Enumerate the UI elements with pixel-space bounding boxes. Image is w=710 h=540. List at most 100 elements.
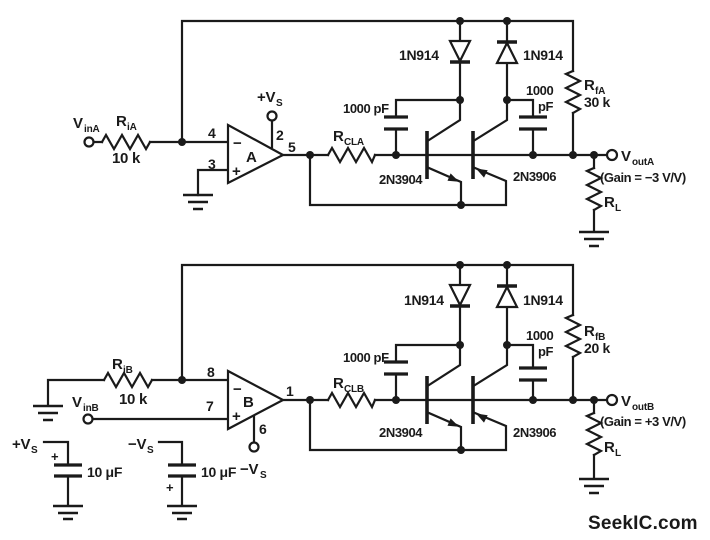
vinb-label-sub: inB xyxy=(83,403,99,414)
vinb-terminal xyxy=(82,413,94,425)
rfa-label: R xyxy=(584,77,595,94)
vina-terminal xyxy=(83,136,95,148)
rcla-resistor xyxy=(326,145,377,165)
rclb-resistor xyxy=(326,390,377,410)
opamp-a-plus: + xyxy=(232,163,241,180)
diode-b-right-symbol xyxy=(495,284,519,309)
neg-cap-label: −V xyxy=(128,436,146,453)
cap-b-right-value-1: 1000 xyxy=(526,328,553,343)
neg-cap-value: 10 μF xyxy=(201,464,237,480)
cap-b-left-value: 1000 pF xyxy=(343,350,389,365)
ria-resistor xyxy=(100,132,152,152)
rcla-label: R xyxy=(333,128,344,145)
vsplus-label: +V xyxy=(257,89,275,106)
diode-a-left-symbol xyxy=(448,39,472,64)
npn-b-label: 2N3904 xyxy=(379,425,423,440)
ground-a-input xyxy=(183,193,213,211)
pos-cap-polarity: + xyxy=(51,449,59,464)
opamp-a-designator: A xyxy=(246,149,257,166)
opamp-b-plus: + xyxy=(232,408,241,425)
rfb-resistor xyxy=(563,313,583,359)
pin-4-label: 4 xyxy=(208,125,216,141)
pnp-b-label: 2N3906 xyxy=(513,425,556,440)
bypass-cap-wires xyxy=(42,440,184,507)
pnp-a-label: 2N3906 xyxy=(513,169,556,184)
ria-label: R xyxy=(116,113,127,130)
pin-6-label: 6 xyxy=(259,421,267,437)
vouta-label-sub: outA xyxy=(632,157,654,168)
pin-1-label: 1 xyxy=(286,383,294,399)
rfa-label-sub: fA xyxy=(595,86,605,97)
rib-label: R xyxy=(112,356,123,373)
supply-bypass-caps: +V S + 10 μF −V S + 10 μF xyxy=(12,436,237,521)
cap-b-right-value-2: pF xyxy=(538,344,554,359)
cap-a-right-value-2: pF xyxy=(538,99,554,114)
junction-dots-b xyxy=(178,261,598,454)
cap-b-right-plates xyxy=(519,366,547,382)
ground-a-load xyxy=(579,230,609,248)
cap-a-right-value-1: 1000 xyxy=(526,83,553,98)
circuit-a-wires xyxy=(92,19,609,233)
opamp-b-triangle xyxy=(226,369,286,431)
cap-b-left-plates xyxy=(384,360,408,376)
vsminus-terminal xyxy=(248,441,260,453)
voutb-label-sub: outB xyxy=(632,402,654,413)
rl-a-label-sub: L xyxy=(615,203,621,214)
pos-cap-value: 10 μF xyxy=(87,464,123,480)
vsplus-label-sub: S xyxy=(276,98,283,109)
rfb-label-sub: fB xyxy=(595,332,605,343)
voutb-terminal xyxy=(605,393,619,407)
vsplus-terminal xyxy=(266,110,278,122)
diode-b-left-symbol xyxy=(448,283,472,308)
pos-cap-label: +V xyxy=(12,436,30,453)
rfb-value: 20 k xyxy=(584,340,611,356)
pnp-a-emitter-arrow xyxy=(476,168,488,178)
vina-label-sub: inA xyxy=(84,124,100,135)
neg-cap-label-sub: S xyxy=(147,445,154,456)
vouta-terminal xyxy=(605,148,619,162)
vsminus-pin-label-sub: S xyxy=(260,470,267,481)
pin-2-label: 2 xyxy=(276,127,284,143)
cap-a-right-plates xyxy=(519,115,547,131)
pos-cap-label-sub: S xyxy=(31,445,38,456)
npn-a-label: 2N3904 xyxy=(379,172,423,187)
npn-b-emitter-arrow xyxy=(447,418,459,427)
diode-b-left-label: 1N914 xyxy=(404,292,444,308)
bypass-cap-plates xyxy=(54,463,196,478)
vsminus-pin-label: −V xyxy=(240,461,258,478)
ground-b-input xyxy=(33,404,63,422)
diode-a-left-label: 1N914 xyxy=(399,47,439,63)
ria-label-sub: iA xyxy=(127,122,137,133)
pin-7-label: 7 xyxy=(206,398,214,414)
rib-label-sub: iB xyxy=(123,365,133,376)
rl-a-resistor xyxy=(584,166,604,212)
rfa-value: 30 k xyxy=(584,94,611,110)
diode-a-right-label: 1N914 xyxy=(523,47,563,63)
watermark: SeekIC.com xyxy=(588,513,698,534)
pnp-b-emitter-arrow xyxy=(476,413,488,423)
rib-resistor xyxy=(102,370,154,390)
rib-value: 10 k xyxy=(119,391,148,408)
vouta-label: V xyxy=(621,148,631,165)
opamp-b-designator: B xyxy=(243,394,254,411)
rcla-label-sub: CLA xyxy=(344,137,364,148)
circuit-b: R iB 10 k V inB 8 7 − + B 1 6 −V S R CLB… xyxy=(33,261,686,495)
cap-a-left-value: 1000 pF xyxy=(343,101,389,116)
rclb-label: R xyxy=(333,375,344,392)
pin-3-label: 3 xyxy=(208,156,216,172)
rl-b-label: R xyxy=(604,439,615,456)
vina-label: V xyxy=(73,115,83,132)
rfb-label: R xyxy=(584,323,595,340)
pin-5-label: 5 xyxy=(288,139,296,155)
rl-b-label-sub: L xyxy=(615,448,621,459)
rclb-label-sub: CLB xyxy=(344,384,364,395)
npn-a-emitter-arrow xyxy=(447,173,459,182)
rl-a-label: R xyxy=(604,194,615,211)
gain-b-label: (Gain = +3 V/V) xyxy=(600,414,686,429)
ria-value: 10 k xyxy=(112,150,141,167)
ground-b-load xyxy=(579,477,609,495)
cap-a-left-plates xyxy=(384,115,408,131)
vinb-label: V xyxy=(72,394,82,411)
